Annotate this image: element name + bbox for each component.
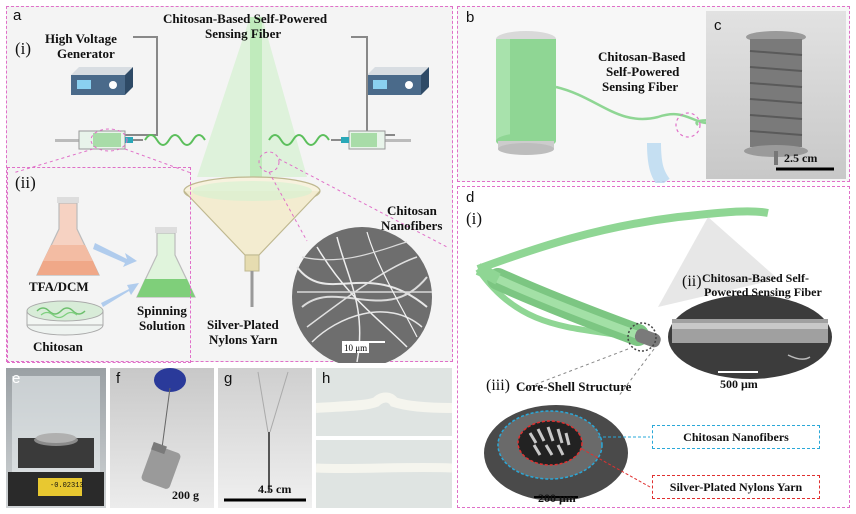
panel-d-sub-ii: (ii) [682,273,702,290]
spinning-solution-flask [136,227,196,298]
fiber-sem-title-line2: Powered Sensing Fiber [704,285,822,299]
panel-d-sub-i: (i) [466,209,483,228]
spool-fiber-label: Chitosan-Based [598,49,686,64]
panel-h-photo: h [316,368,452,508]
balance-readout: -0.02313 [50,482,84,490]
panel-g-letter: g [224,370,233,387]
panel-f-photo: f 200 g [110,368,214,508]
panel-a: a (i) (ii) High Voltage Generator Chitos… [6,6,453,363]
legend-chitosan-nanofibers: Chitosan Nanofibers [652,425,820,449]
high-voltage-label-line2: Generator [57,46,115,61]
high-voltage-label: High Voltage [45,31,117,46]
panel-bc: b Chitosan-Based Self-Powered Sensing Fi… [457,6,850,183]
panel-e-letter: e [12,370,21,387]
fiber-sem-title: Chitosan-Based Self- [702,271,810,285]
fiber-title-line2: Sensing Fiber [205,26,282,41]
spool-illustration [496,31,723,183]
weight-label: 200 g [172,488,199,502]
nanofibers-label-line2: Nanofibers [381,218,443,233]
nanofiber-sem-image [292,227,432,363]
panel-d-sub-iii: (iii) [486,377,510,394]
right-syringe [331,130,411,150]
bobbin-scale-label: 2.5 cm [784,151,818,165]
funnel [183,176,321,307]
panel-a-ii-box [7,167,191,363]
legend-silver-plated-yarn: Silver-Plated Nylons Yarn [652,475,820,499]
right-voltage-generator [367,67,429,95]
length-scale-label: 4.5 cm [258,482,292,496]
legend-core-label: Silver-Plated Nylons Yarn [669,479,803,494]
fiber-illustration [475,207,832,501]
spool-fiber-label-line2: Self-Powered [606,64,680,79]
spinning-label-line2: Solution [139,318,186,333]
spool-fiber-label-line3: Sensing Fiber [602,79,679,94]
panel-c-letter: c [714,17,722,34]
panel-a-sub-ii: (ii) [15,173,36,192]
panel-g-photo: g 4.5 cm [218,368,312,508]
cross-section-scale: 200 μm [538,491,576,505]
core-shell-title: Core-Shell Structure [516,379,632,394]
solvent-label: TFA/DCM [29,279,89,294]
fiber-sem-scale: 500 μm [720,377,758,391]
left-voltage-generator [71,67,133,95]
chitosan-dish [26,300,104,336]
panel-a-illustration [12,17,448,363]
panel-b-letter: b [466,9,475,26]
legend-shell-label: Chitosan Nanofibers [683,429,789,444]
tfa-dcm-flask [36,197,100,276]
panel-d-letter: d [466,189,475,206]
fiber-sem-image [668,295,832,379]
spinning-label: Spinning [137,303,187,318]
panel-e-photo: e -0.02313 [6,368,106,508]
bobbin-photo: c 2.5 cm [706,11,846,179]
left-syringe [55,130,143,150]
yarn-label-line2: Nylons Yarn [209,332,278,347]
yarn-label: Silver-Plated [207,317,279,332]
chitosan-label: Chitosan [33,339,83,354]
panel-a-letter: a [13,7,22,24]
nanofiber-scale-label: 10 μm [342,343,370,353]
panel-f-letter: f [116,370,121,387]
nanofibers-label: Chitosan [387,203,437,218]
fiber-title: Chitosan-Based Self-Powered [163,11,328,26]
panel-h-letter: h [322,370,331,387]
panel-a-sub-i: (i) [15,39,32,58]
panel-d: d (i) (ii) Chitosan-Based Self- Powered … [457,186,850,508]
cross-section-sem-image [484,405,628,501]
